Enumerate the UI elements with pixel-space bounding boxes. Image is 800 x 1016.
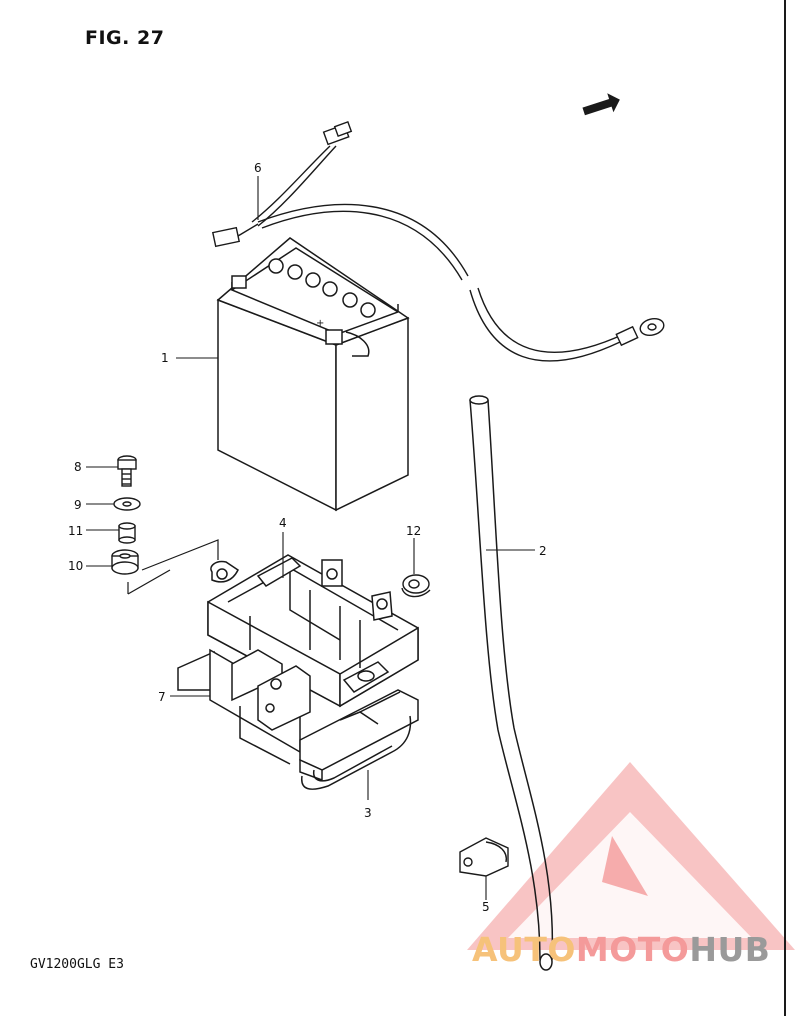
watermark-text-part3: HUB: [689, 930, 771, 969]
callout-9: 9: [74, 498, 82, 512]
spacer-part-11: [118, 522, 136, 544]
model-code: GV1200GLG E3: [30, 957, 124, 972]
watermark-text-part2: MOTO: [575, 930, 690, 969]
breather-hose-part-2: [469, 395, 554, 971]
callout-5: 5: [482, 900, 490, 914]
lead-wire-part-6: [211, 121, 665, 362]
callout-6: 6: [254, 161, 262, 175]
callout-8: 8: [74, 460, 82, 474]
leader-lines: [86, 176, 535, 900]
callout-1: 1: [161, 351, 169, 365]
washer-part-9: [113, 497, 141, 511]
assembly-indicator-line: [127, 569, 171, 595]
battery-part-1: +: [216, 237, 410, 512]
svg-text:+: +: [316, 318, 324, 329]
figure-label: FIG. 27: [85, 27, 165, 49]
grommet-part-10: [111, 549, 139, 575]
callout-3: 3: [364, 806, 372, 820]
bolt-part-8: [117, 455, 137, 487]
watermark-text: AUTOMOTOHUB: [472, 930, 770, 969]
callout-11: 11: [68, 524, 84, 538]
watermark-text-part1: AUTO: [472, 930, 576, 969]
callout-7: 7: [158, 690, 166, 704]
assembly-indicator-line: [141, 539, 219, 571]
fwd-arrow-icon: [582, 93, 620, 116]
watermark-logo: [467, 762, 795, 950]
clamp-part-5: [459, 837, 509, 877]
callout-10: 10: [68, 559, 84, 573]
grommet-part-12: [401, 574, 431, 598]
callout-4: 4: [279, 516, 287, 530]
holder-bracket-part-7: [177, 648, 311, 765]
callout-12: 12: [406, 524, 422, 538]
lower-frame-part-3: [299, 689, 419, 790]
callout-2: 2: [539, 544, 547, 558]
